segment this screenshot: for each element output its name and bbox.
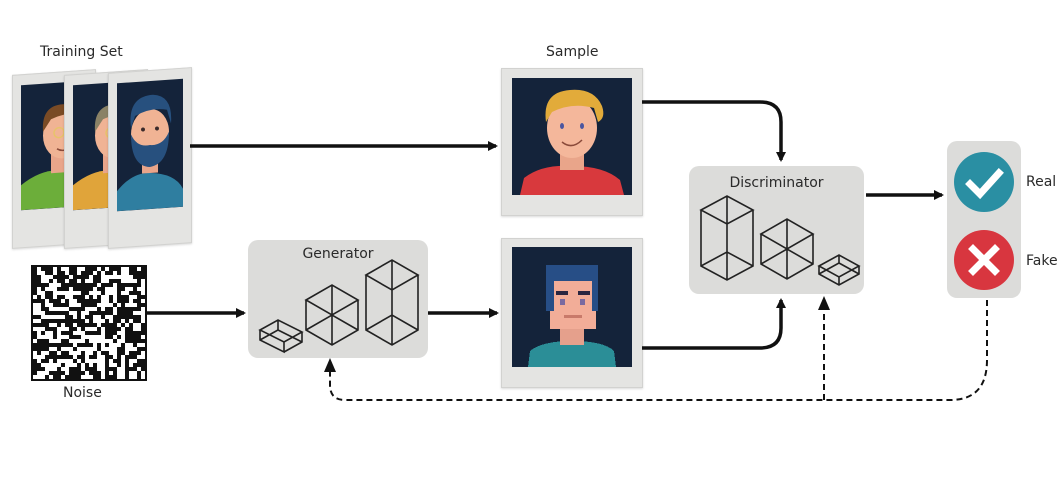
training-photo-3 <box>108 67 192 249</box>
discriminator-title: Discriminator <box>729 175 824 191</box>
training-photo-3-image <box>117 78 183 212</box>
feedback-loop-line <box>329 300 988 401</box>
feedback-discriminator-arrowhead <box>818 296 830 310</box>
training-set-label: Training Set <box>40 44 123 60</box>
generated-photo <box>501 238 643 388</box>
generator-title: Generator <box>302 246 374 262</box>
fake-x-icon <box>954 230 1014 290</box>
noise-image <box>31 265 147 381</box>
noise-label: Noise <box>63 385 102 401</box>
pixelated-face-icon <box>528 265 616 367</box>
real-check-icon <box>954 152 1014 212</box>
real-label: Real <box>1026 174 1057 190</box>
result-panel <box>947 141 1021 298</box>
sample-label: Sample <box>546 44 599 60</box>
face-icon <box>520 89 624 195</box>
generator-panel: Generator <box>248 240 428 358</box>
sample-photo <box>501 68 643 216</box>
feedback-generator-arrowhead <box>324 358 336 372</box>
fake-label: Fake <box>1026 253 1058 269</box>
arrow-generated-to-discriminator <box>642 298 786 350</box>
result-icons <box>954 152 1014 290</box>
sample-photo-image <box>512 78 632 195</box>
generated-photo-image <box>512 247 632 367</box>
arrow-sample-to-discriminator <box>642 100 786 162</box>
discriminator-panel: Discriminator <box>689 166 864 294</box>
face-icon <box>117 94 183 212</box>
discriminator-layers-icon <box>699 195 861 286</box>
generator-layers-icon <box>258 259 420 354</box>
noise-pattern-icon <box>33 267 145 379</box>
